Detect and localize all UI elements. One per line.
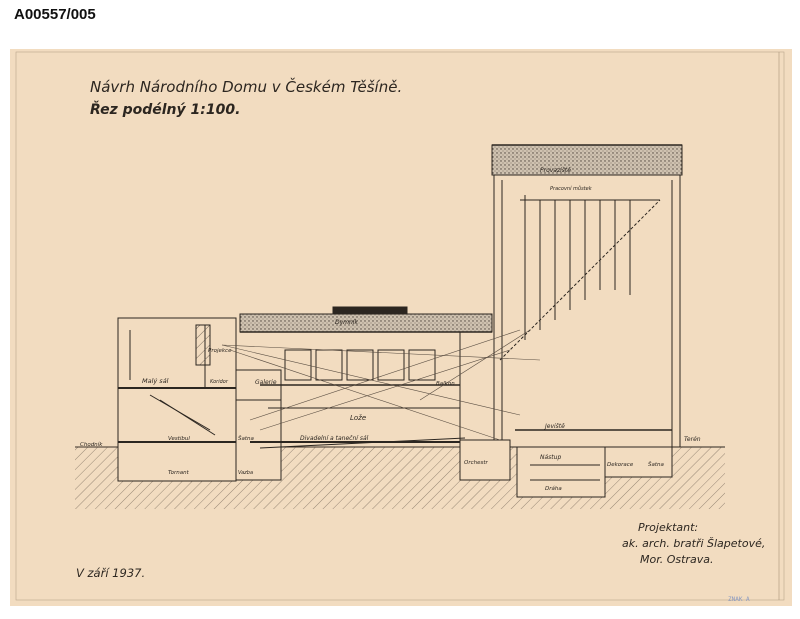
label-balkon: Balkon: [436, 381, 455, 387]
label-dymnik: Dymník: [335, 319, 358, 326]
label-satna-back: Šatna: [648, 461, 665, 468]
label-maly-sal: Malý sál: [142, 377, 169, 385]
orchestra-pit: [459, 439, 511, 481]
label-provaziste: Provaziště: [540, 167, 571, 174]
label-vestibul: Vestibul: [168, 436, 190, 442]
main-hall: [239, 306, 493, 449]
label-satna-front: Šatna: [238, 435, 255, 442]
label-projekce: Projekce: [208, 348, 232, 354]
drawing-title: Návrh Národního Domu v Českém Těšíně.: [90, 78, 403, 96]
label-vazba: Vazba: [238, 470, 253, 476]
projection-lines: [221, 329, 541, 441]
inner-frame: [15, 51, 785, 601]
label-loze: Lože: [350, 414, 366, 422]
label-nastup: Nástup: [540, 454, 561, 461]
designer-city: Mor. Ostrava.: [640, 553, 714, 566]
label-galerie: Galerie: [255, 379, 277, 386]
designer-name: ak. arch. bratři Šlapetové,: [622, 537, 766, 550]
date-note: V září 1937.: [76, 566, 146, 580]
label-tornant: Tornant: [168, 470, 190, 476]
label-divadelni-sal: Divadelní a taneční sál: [300, 435, 369, 442]
label-jeviste: Jeviště: [544, 423, 565, 430]
designer-heading: Projektant:: [638, 521, 699, 534]
label-dekorace: Dekorace: [607, 462, 634, 468]
archive-stamp: ZNAK A: [728, 596, 750, 603]
stage-tower: [491, 144, 683, 498]
label-koridor: Koridor: [210, 379, 229, 385]
label-orchestr: Orchestr: [464, 460, 489, 466]
front-building: [117, 317, 282, 482]
label-teren: Terén: [684, 436, 701, 443]
label-pracovni-mustek: Pracovní můstek: [550, 185, 593, 192]
drawing-subtitle: Řez podélný 1:100.: [90, 102, 241, 118]
archive-id: A00557/005: [14, 6, 96, 23]
label-draha: Dráha: [545, 485, 562, 492]
label-chodnik: Chodník: [80, 441, 103, 448]
